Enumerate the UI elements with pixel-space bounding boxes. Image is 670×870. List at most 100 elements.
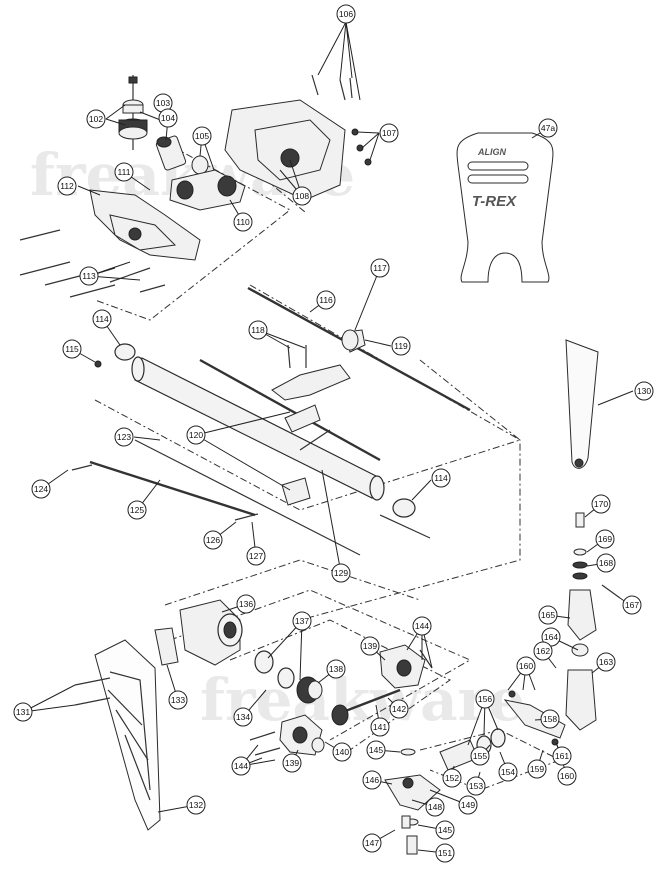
svg-text:161: 161: [555, 751, 569, 761]
svg-text:141: 141: [373, 722, 387, 732]
callout-145-top: 145: [366, 740, 386, 760]
svg-text:165: 165: [541, 610, 555, 620]
svg-text:102: 102: [89, 114, 103, 124]
svg-text:153: 153: [469, 781, 483, 791]
svg-text:107: 107: [382, 128, 396, 138]
callout-146: 146: [362, 770, 382, 790]
boom-end-clamp-120: [281, 477, 311, 506]
svg-text:130: 130: [637, 386, 651, 396]
callout-160-bottom: 160: [557, 766, 577, 786]
callout-167: 167: [622, 595, 642, 615]
callout-137: 137: [292, 611, 312, 631]
svg-text:142: 142: [392, 704, 406, 714]
svg-text:124: 124: [34, 484, 48, 494]
svg-text:158: 158: [543, 714, 557, 724]
callout-131: 131: [13, 702, 33, 722]
callout-163: 163: [596, 652, 616, 672]
callout-148: 148: [425, 797, 445, 817]
callout-156: 156: [475, 689, 495, 709]
fin-screws-131: [74, 677, 111, 706]
callout-115: 115: [62, 339, 82, 359]
svg-text:167: 167: [625, 600, 639, 610]
watermark-text-bottom: freakware: [200, 666, 525, 734]
callout-151: 151: [435, 843, 455, 863]
svg-text:134: 134: [236, 712, 250, 722]
svg-text:114: 114: [434, 473, 448, 483]
tail-case-side-112: [89, 189, 201, 261]
callout-134: 134: [233, 707, 253, 727]
tail-gear-shaft-assembly: [118, 75, 148, 150]
callout-160-top: 160: [516, 656, 536, 676]
callout-129: 129: [331, 563, 351, 583]
tail-case-136: [179, 599, 243, 666]
callout-111: 111: [114, 162, 134, 182]
callout-149: 149: [458, 795, 478, 815]
svg-text:145: 145: [438, 825, 452, 835]
svg-text:117: 117: [373, 263, 387, 273]
callout-47a: 47a: [538, 118, 558, 138]
control-rod-guide-118: [271, 344, 351, 433]
svg-text:108: 108: [295, 191, 309, 201]
callout-142: 142: [389, 699, 409, 719]
torque-tube-116: [247, 286, 471, 412]
callout-110: 110: [233, 212, 253, 232]
svg-text:111: 111: [118, 167, 131, 177]
svg-text:127: 127: [249, 551, 263, 561]
boom-support-rods: [89, 358, 431, 556]
callout-144-top: 144: [412, 616, 432, 636]
callout-136: 136: [236, 594, 256, 614]
svg-text:136: 136: [239, 599, 253, 609]
callout-141: 141: [370, 717, 390, 737]
svg-text:154: 154: [501, 767, 515, 777]
callout-133: 133: [168, 690, 188, 710]
svg-text:170: 170: [594, 499, 608, 509]
callout-125: 125: [127, 500, 147, 520]
svg-text:163: 163: [599, 657, 613, 667]
svg-text:139: 139: [285, 758, 299, 768]
svg-text:169: 169: [598, 534, 612, 544]
svg-text:151: 151: [438, 848, 452, 858]
callout-138: 138: [326, 659, 346, 679]
tail-hub-stack: [565, 512, 621, 731]
tail-boom-tube: [131, 356, 385, 501]
svg-text:47a: 47a: [541, 123, 555, 133]
svg-text:103: 103: [156, 98, 170, 108]
callout-158: 158: [540, 709, 560, 729]
bellcrank-146-151: [384, 748, 441, 855]
fin-mount-133: [154, 627, 179, 666]
svg-text:133: 133: [171, 695, 185, 705]
svg-text:138: 138: [329, 664, 343, 674]
callout-144-bottom: 144: [231, 756, 251, 776]
svg-text:106: 106: [339, 9, 353, 19]
callout-161: 161: [552, 746, 572, 766]
svg-text:164: 164: [544, 632, 558, 642]
svg-text:148: 148: [428, 802, 442, 812]
callout-104: 104: [158, 108, 178, 128]
svg-text:131: 131: [16, 707, 30, 717]
svg-text:118: 118: [251, 325, 265, 335]
svg-text:114: 114: [95, 314, 109, 324]
svg-text:160: 160: [560, 771, 574, 781]
callout-152: 152: [442, 768, 462, 788]
callout-154: 154: [498, 762, 518, 782]
callout-113: 113: [79, 266, 99, 286]
svg-text:146: 146: [365, 775, 379, 785]
boom-clamps-114: [114, 343, 416, 518]
svg-text:139: 139: [363, 641, 377, 651]
callout-114-top: 114: [92, 309, 112, 329]
svg-text:147: 147: [365, 838, 379, 848]
callout-107: 107: [379, 123, 399, 143]
output-shaft-141: [311, 688, 401, 753]
screws-124-126: [71, 360, 259, 521]
callout-132: 132: [186, 795, 206, 815]
svg-text:140: 140: [335, 747, 349, 757]
canopy-model-text: T-REX: [472, 193, 517, 210]
slider-assembly-152-156: [439, 728, 506, 771]
svg-text:168: 168: [599, 558, 613, 568]
svg-text:105: 105: [195, 131, 209, 141]
callout-145-bottom: 145: [435, 820, 455, 840]
svg-text:160: 160: [519, 661, 533, 671]
svg-text:137: 137: [295, 616, 309, 626]
callout-153: 153: [466, 776, 486, 796]
